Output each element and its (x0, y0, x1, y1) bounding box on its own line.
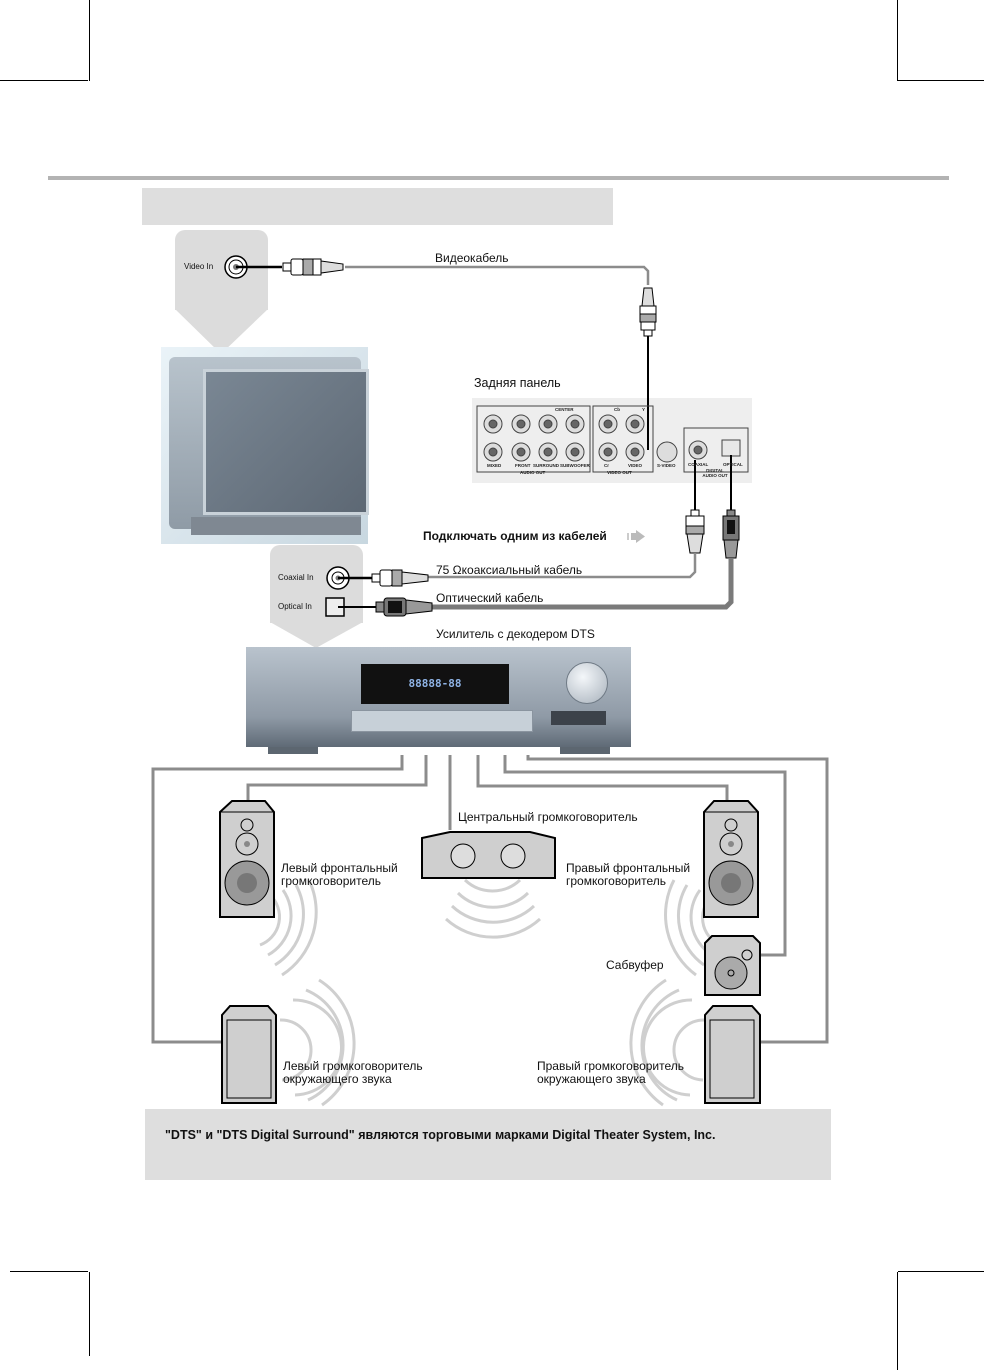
audio-out-label: AUDIO OUT (520, 470, 546, 475)
tv-screen (203, 369, 369, 515)
crop-mark-bottom-right-h (898, 1271, 984, 1272)
jack-label-cb: Cb (614, 407, 620, 412)
header-rule (48, 176, 949, 180)
front-left-label-line2: громкоговоритель (281, 874, 382, 888)
amp-display: 88888-88 (361, 664, 509, 704)
center-speaker (421, 831, 556, 879)
subwoofer-speaker (704, 935, 761, 996)
surround-left-label-line1: Левый громкоговоритель (283, 1059, 423, 1073)
tv-input-callout-pointer (175, 309, 268, 354)
center-speaker-label: Центральный громкоговоритель (458, 810, 638, 824)
optical-cable (430, 558, 734, 610)
jack-label-cr: Cr (604, 463, 610, 468)
volume-knob (566, 662, 608, 704)
speaker-wires (151, 755, 829, 1044)
jack-label-y: Y (642, 407, 646, 412)
front-right-label-line2: громкоговоритель (566, 874, 667, 888)
amp-tray (351, 710, 533, 732)
crop-mark-top-right-h (898, 80, 984, 81)
tv-input-callout (175, 230, 268, 310)
video-cable (345, 265, 650, 285)
crop-mark-top-left-v (89, 0, 90, 81)
jack-label-front: FRONT (515, 463, 531, 468)
video-in-label: Video In (184, 262, 214, 271)
front-left-label-line1: Левый фронтальный (281, 861, 398, 875)
jack-label-mixed: MIXED (487, 463, 502, 468)
crop-mark-top-left-h (0, 80, 88, 81)
coaxial-plug-panel (685, 509, 705, 554)
amplifier: 88888-88 (246, 647, 631, 747)
front-left-speaker (219, 800, 275, 918)
optical-plug-amp (375, 597, 433, 617)
amp-jacks (551, 711, 606, 725)
surround-right-speaker (704, 1005, 761, 1104)
connect-one-cable-note: Подключать одним из кабелей (423, 529, 607, 543)
surround-right-label-line1: Правый громкоговоритель (537, 1059, 685, 1073)
jack-label-center: CENTER (555, 407, 574, 412)
surround-left-speaker (221, 1005, 277, 1104)
rear-panel (472, 398, 752, 483)
optical-cable-label: Оптический кабель (436, 591, 544, 605)
coaxial-cable (405, 553, 697, 579)
jack-label-optical: OPTICAL (723, 462, 743, 467)
front-right-label-line1: Правый фронтальный (566, 861, 691, 875)
jack-label-surround: SURROUND (533, 463, 560, 468)
amp-display-text: 88888-88 (408, 677, 462, 690)
wire-front-right (476, 755, 729, 802)
crop-mark-bottom-right-v (897, 1272, 898, 1370)
jack-label-svideo: S-VIDEO (657, 463, 676, 468)
optical-in-label: Optical In (278, 602, 312, 611)
rear-panel-title: Задняя панель (474, 376, 561, 390)
optical-plug-panel (722, 509, 740, 559)
rca-plug-panel (639, 287, 657, 337)
amp-foot-right (560, 747, 610, 754)
coaxial-plug-amp (371, 569, 429, 587)
video-out-label: VIDEO OUT (607, 470, 632, 475)
trademark-note: "DTS" и "DTS Digital Surround" являются … (165, 1128, 716, 1142)
amplifier-label: Усилитель с декодером DTS (436, 627, 595, 641)
front-right-speaker (703, 800, 759, 918)
crop-mark-bottom-left-h (10, 1271, 88, 1272)
surround-left-label-line2: окружающего звука (283, 1072, 392, 1086)
rca-plug-tv (282, 258, 344, 276)
section-title-band (142, 188, 613, 225)
jack-label-subwoofer: SUBWOOFER (560, 463, 590, 468)
surround-right-label-line2: окружающего звука (537, 1072, 646, 1086)
arrow-right-icon (627, 530, 645, 543)
tv-image (161, 347, 369, 544)
crop-mark-top-right-v (897, 0, 898, 81)
rear-panel-jacks (476, 405, 749, 473)
jack-label-coaxial: COAXIAL (688, 462, 709, 467)
coaxial-in-label: Coaxial In (278, 573, 314, 582)
crop-mark-bottom-left-v (89, 1272, 90, 1356)
digital-audio-out-label: DIGITAL AUDIO OUT (702, 468, 728, 478)
coaxial-cable-label: 75 Ωкоаксиальный кабель (436, 563, 583, 577)
wire-surround-left (151, 755, 404, 1044)
trademark-note-box: "DTS" и "DTS Digital Surround" являются … (145, 1109, 831, 1180)
jack-label-video: VIDEO (628, 463, 643, 468)
tv-stand (191, 517, 361, 535)
video-cable-label: Видеокабель (435, 251, 509, 265)
wire-front-left (246, 755, 428, 802)
amp-input-callout-pointer (270, 622, 363, 648)
wire-surround-right (526, 755, 829, 1044)
wire-subwoofer (503, 755, 787, 957)
amp-foot-left (268, 747, 318, 754)
subwoofer-label: Сабвуфер (606, 958, 664, 972)
